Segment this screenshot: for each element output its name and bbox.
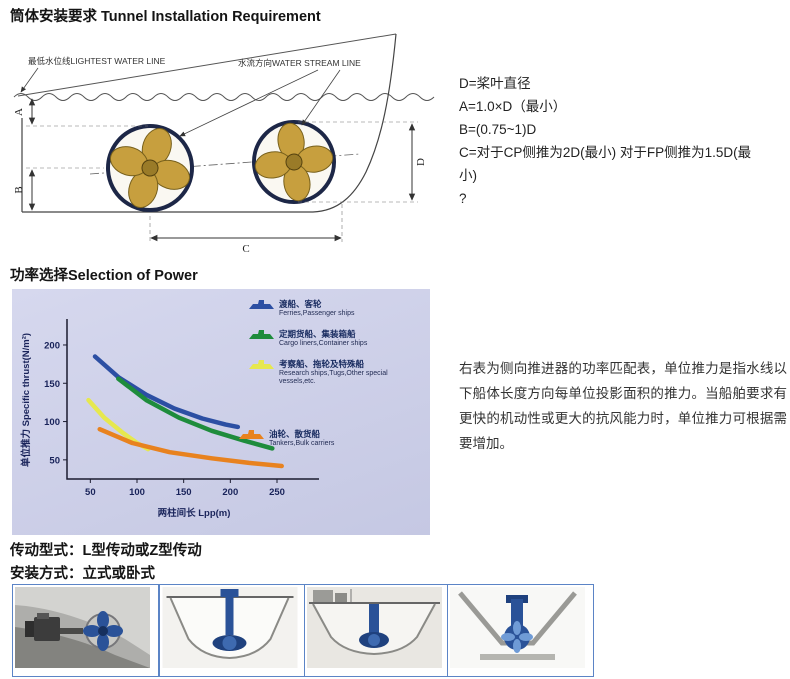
vertical-drive-illustration <box>162 587 298 668</box>
legend-label-en: Cargo liners,Container ships <box>279 339 368 347</box>
deck-line <box>17 33 397 97</box>
legend-label-en: Tankers,Bulk carriers <box>269 439 335 447</box>
x-tick-label: 200 <box>222 487 238 498</box>
stream-leader-right <box>301 69 341 126</box>
installation-photo-1 <box>12 584 159 677</box>
ferry-ship-icon <box>249 300 274 309</box>
section2-title: 功率选择Selection of Power <box>10 268 198 284</box>
dim-d-label: D <box>415 158 427 166</box>
note-line-b: B=(0.75~1)D <box>459 122 537 137</box>
waterline-label: 最低水位线LIGHTEST WATER LINE <box>28 56 166 66</box>
x-tick-label: 50 <box>85 487 96 498</box>
series-line-1 <box>116 376 275 451</box>
legend-entry-ferries: 渡船、客轮 Ferries,Passenger ships <box>248 299 407 318</box>
dim-b-label: B <box>13 186 25 193</box>
tunnel-installation-drawing: 最低水位线LIGHTEST WATER LINE 水流方向WATER STREA… <box>8 26 458 262</box>
installation-photo-4 <box>447 584 594 677</box>
installation-photo-3 <box>304 584 451 677</box>
note-line-a: A=1.0×D（最小） <box>459 99 567 114</box>
drive-shaft <box>511 599 523 627</box>
thruster-propeller-right <box>252 120 336 204</box>
legend-label-en: Research ships,Tugs,Other special vessel… <box>279 369 388 386</box>
note-line-question: ? <box>459 191 467 206</box>
series-line-3 <box>97 426 284 469</box>
legend-label-cn: 考察船、拖轮及特殊船 <box>279 359 365 369</box>
horizontal-drive-illustration <box>15 587 150 668</box>
legend-label-en: Ferries,Passenger ships <box>279 309 355 317</box>
y-tick-label: 50 <box>49 455 60 466</box>
hull-section-illustration <box>450 587 585 668</box>
installation-photos-row <box>12 584 594 677</box>
hull-outline <box>22 33 397 213</box>
legend-label-cn: 定期货船、集装箱船 <box>279 329 356 339</box>
section1-title: 筒体安装要求 Tunnel Installation Requirement <box>10 9 321 25</box>
waterline-leader <box>20 67 39 93</box>
cargo-ship-icon <box>249 330 274 339</box>
dim-a-label: A <box>13 108 25 116</box>
installation-photo-2 <box>159 584 307 677</box>
legend-entry-cargo: 定期货船、集装箱船 Cargo liners,Container ships <box>248 329 407 348</box>
thruster-propeller-icon <box>504 624 530 650</box>
y-tick-label: 150 <box>44 379 60 390</box>
legend-entry-tankers: 油轮、散货船 Tankers,Bulk carriers <box>238 429 397 448</box>
legend-label-cn: 渡船、客轮 <box>279 299 322 309</box>
note-line-d: D=桨叶直径 <box>459 76 531 91</box>
dimension-notes: D=桨叶直径 A=1.0×D（最小） B=(0.75~1)D C=对于CP侧推为… <box>459 72 761 210</box>
x-tick-label: 250 <box>269 487 285 498</box>
y-tick-label: 200 <box>44 340 60 351</box>
tanker-ship-icon <box>239 430 264 439</box>
x-tick-label: 150 <box>176 487 192 498</box>
y-axis-label: 单位推力 Specific thrust(N/m²) <box>20 333 32 467</box>
thruster-propeller-icon <box>83 611 123 651</box>
waterline-wave <box>13 93 435 101</box>
installation-title: 安装方式：立式或卧式 <box>10 566 155 582</box>
x-tick-label: 100 <box>129 487 145 498</box>
drive-shaft <box>369 604 379 634</box>
stream-leader-left <box>179 69 319 137</box>
note-line-c: C=对于CP侧推为2D(最小) 对于FP侧推为1.5D(最小) <box>459 145 752 183</box>
chart-axes <box>66 319 319 480</box>
thruster-propeller-left <box>106 124 194 212</box>
power-description: 右表为侧向推进器的功率匹配表，单位推力是指水线以下船体长度方向每单位投影面积的推… <box>459 361 787 451</box>
research-ship-icon <box>249 360 274 369</box>
power-selection-chart: 两柱间长 Lpp(m) 单位推力 Specific thrust(N/m²) 5… <box>12 289 430 535</box>
x-axis-label: 两柱间长 Lpp(m) <box>158 507 231 519</box>
transmission-title: 传动型式：L型传动或Z型传动 <box>10 543 202 559</box>
drive-shaft <box>225 597 234 635</box>
chart-legend: 渡船、客轮 Ferries,Passenger ships 定期货船、集装箱船 … <box>12 289 430 535</box>
legend-entry-research: 考察船、拖轮及特殊船 Research ships,Tugs,Other spe… <box>248 359 407 386</box>
dim-c-label: C <box>242 243 249 255</box>
y-tick-label: 100 <box>44 417 60 428</box>
legend-label-cn: 油轮、散货船 <box>269 429 321 439</box>
deck-machinery-illustration <box>307 587 442 668</box>
stream-label: 水流方向WATER STREAM LINE <box>238 58 361 68</box>
